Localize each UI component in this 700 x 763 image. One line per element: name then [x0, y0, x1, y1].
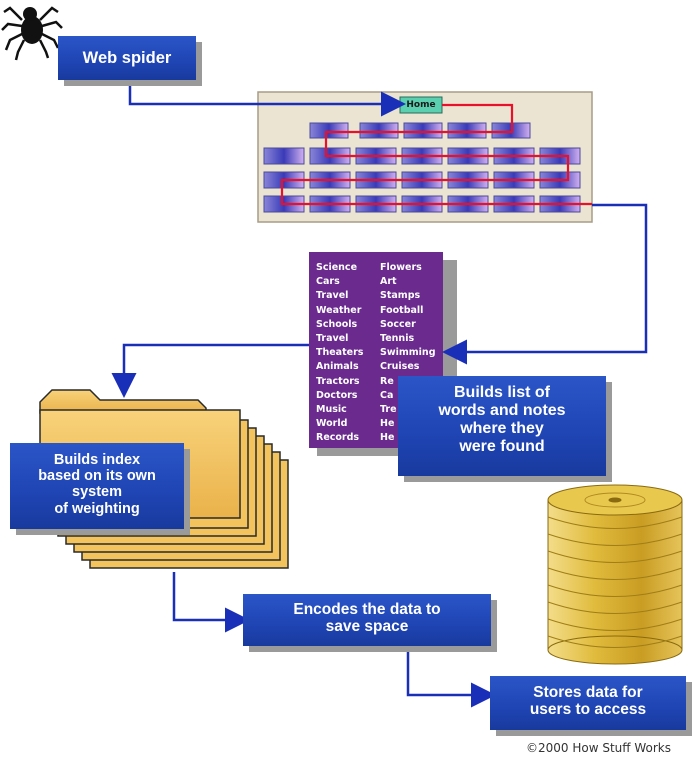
- list-item: Stamps: [380, 290, 421, 302]
- list-item: World: [316, 418, 348, 430]
- list-item: Cars: [316, 276, 340, 288]
- step-text-line: system: [72, 484, 122, 501]
- step-text-line: Builds index: [53, 452, 141, 468]
- encode-step-box: Encodes the data to save space: [243, 594, 491, 646]
- list-item: Animals: [316, 361, 359, 373]
- list-item: Tractors: [316, 375, 360, 387]
- list-item: Soccer: [380, 318, 416, 330]
- word-list-column-2: Flowers Art Stamps Football Soccer Tenni…: [380, 261, 436, 446]
- list-item: Doctors: [316, 389, 358, 401]
- word-list-column-1: Science Cars Travel Weather Schools Trav…: [316, 261, 363, 446]
- list-item: Tennis: [380, 333, 415, 345]
- list-item: He: [380, 418, 395, 430]
- home-node-label: Home: [406, 100, 436, 110]
- web-spider-box: Web spider: [58, 36, 196, 80]
- list-item: Ca: [380, 389, 394, 401]
- list-item: Travel: [316, 290, 349, 302]
- list-item: Science: [316, 262, 358, 273]
- list-item: Schools: [316, 318, 358, 330]
- flow-connectors: [111, 82, 648, 708]
- list-item: Weather: [316, 304, 362, 316]
- list-item: Theaters: [316, 347, 364, 359]
- list-item: Tre: [380, 404, 397, 416]
- step-text-line: where they: [460, 419, 544, 437]
- list-item: Art: [380, 276, 397, 288]
- list-item: Football: [380, 304, 424, 316]
- list-item: Swimming: [380, 347, 436, 359]
- spider-icon: [1, 6, 63, 61]
- list-item: Cruises: [380, 361, 420, 373]
- index-step-box: Builds index based on its own system of …: [10, 443, 184, 529]
- list-item: He: [380, 432, 395, 444]
- step-text-line: Stores data for: [533, 684, 643, 701]
- list-item: Records: [316, 432, 360, 444]
- list-item: Re: [380, 375, 394, 387]
- step-text-line: of weighting: [54, 500, 140, 517]
- step-text-line: were found: [459, 437, 545, 455]
- step-text-line: words and notes: [438, 401, 566, 419]
- step-text-line: Encodes the data to: [293, 601, 441, 618]
- step-text-line: save space: [325, 618, 409, 636]
- list-item: Travel: [316, 333, 349, 345]
- list-item: Flowers: [380, 262, 422, 273]
- word-list-step-box: Builds list of words and notes where the…: [398, 376, 606, 476]
- store-step-box: Stores data for users to access: [490, 676, 686, 730]
- site-map-icon: [257, 91, 593, 223]
- step-text-line: users to access: [529, 701, 647, 719]
- copyright-text: ©2000 How Stuff Works: [526, 741, 671, 755]
- step-text-line: based on its own: [38, 468, 156, 485]
- disk-stack-icon: [547, 484, 683, 665]
- list-item: Music: [316, 404, 347, 416]
- step-text-line: Builds list of: [454, 384, 550, 401]
